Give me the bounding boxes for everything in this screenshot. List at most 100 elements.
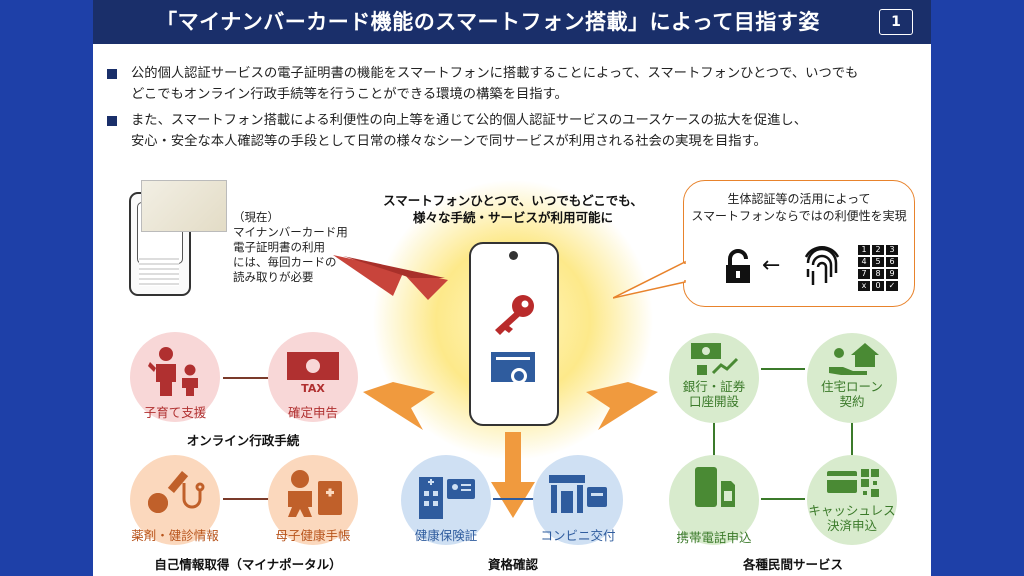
bullet-2: また、スマートフォン搭載による利便性の向上等を通じて公的個人認証サービスのユース…: [107, 110, 917, 152]
private-services-group-label: 各種民間サービス: [742, 557, 843, 572]
cashless-label: キャッシュレス 決済申込: [797, 503, 907, 533]
self-info-group-label: 自己情報取得（マイナポータル）: [154, 557, 342, 572]
smartphone-illustration: [469, 242, 559, 426]
money-chart-icon: [691, 343, 739, 375]
cashless-circle[interactable]: キャッシュレス 決済申込: [807, 455, 897, 545]
pills-stethoscope-icon: [148, 471, 205, 513]
orange-arrow-right-icon: [586, 382, 658, 430]
bullet-1: 公的個人認証サービスの電子証明書の機能をスマートフォンに搭載することによって、ス…: [107, 63, 917, 105]
childcare-label: 子育て支援: [143, 405, 207, 420]
tax-return-label: 確定申告: [287, 405, 338, 420]
center-caption: スマートフォンひとつで、いつでもどこでも、 様々な手続・サービスが利用可能に: [383, 192, 643, 226]
slide: 「マイナンバーカード機能のスマートフォン搭載」によって目指す姿 1 公的個人認証…: [93, 0, 931, 576]
medication-label: 薬剤・健診情報: [131, 528, 219, 543]
bullet-square-icon: [107, 69, 117, 79]
qualification-group-label: 資格確認: [487, 557, 538, 572]
childcare-circle[interactable]: [130, 332, 220, 422]
connector-line: [761, 368, 805, 370]
cashless-line2: 決済申込: [826, 518, 877, 533]
connector-line: [713, 416, 715, 460]
bullet-2-line2: 安心・安全な本人確認等の手段として日常の様々なシーンで同サービスが利用される社会…: [131, 134, 767, 149]
title-bar: 「マイナンバーカード機能のスマートフォン搭載」によって目指す姿 1: [93, 0, 931, 44]
baby-handbook-icon: [288, 470, 342, 517]
biometrics-callout: 生体認証等の活用によって スマートフォンならではの利便性を実現 ← 1 2 3 …: [683, 180, 915, 307]
orange-arrow-left-icon: [363, 382, 435, 430]
page-number: 1: [879, 9, 913, 35]
cashless-line1: キャッシュレス: [808, 503, 896, 518]
arrow-left-icon: ←: [762, 253, 781, 278]
phone-sim-icon: [695, 467, 735, 507]
keypad-key: 8: [872, 269, 884, 279]
page-title: 「マイナンバーカード機能のスマートフォン搭載」によって目指す姿: [156, 10, 820, 34]
hospital-card-icon: [419, 477, 475, 519]
bullet-1-line1: 公的個人認証サービスの電子証明書の機能をスマートフォンに搭載することによって、ス…: [131, 66, 859, 81]
certificate-icon: [491, 352, 535, 391]
keypad-key: ✓: [886, 281, 898, 291]
bullet-square-icon: [107, 116, 117, 126]
keypad-key: x: [858, 281, 870, 291]
center-caption-line1: スマートフォンひとつで、いつでもどこでも、: [383, 193, 643, 208]
mortgage-label: 住宅ローン 契約: [807, 379, 897, 409]
mobile-contract-label: 携帯電話申込: [676, 530, 752, 545]
store-printer-icon: [549, 475, 607, 513]
mortgage-circle[interactable]: 住宅ローン 契約: [807, 333, 897, 423]
current-note-line4: には、毎回カードの: [233, 255, 337, 269]
online-procedures-group-label: オンライン行政手続: [186, 433, 300, 448]
bullet-1-line2: どこでもオンライン行政手続等を行うことができる環境の構築を目指す。: [131, 87, 568, 102]
red-arrow-shade: [343, 256, 445, 278]
phone-text-lines: [139, 258, 179, 286]
maternal-handbook-label: 母子健康手帳: [275, 528, 351, 543]
orange-arrow-down-icon: [491, 432, 535, 518]
biometrics-line2: スマートフォンならではの利便性を実現: [691, 209, 907, 223]
red-arrow-icon: [333, 255, 448, 300]
convenience-store-label: コンビニ交付: [540, 528, 616, 543]
health-insurance-label: 健康保険証: [414, 528, 478, 543]
keypad-icon: 1 2 3 4 5 6 7 8 9 x 0 ✓: [858, 245, 898, 291]
keypad-key: 1: [858, 245, 870, 255]
connector-line: [223, 377, 271, 379]
bank-account-circle[interactable]: 銀行・証券 口座開設: [669, 333, 759, 423]
current-note-line2: マイナンバーカード用: [233, 225, 348, 239]
bank-account-line1: 銀行・証券: [682, 379, 746, 394]
keypad-key: 6: [886, 257, 898, 267]
keypad-key: 7: [858, 269, 870, 279]
current-note: （現在） マイナンバーカード用 電子証明書の利用 には、毎回カードの 読み取りが…: [233, 210, 348, 285]
biometrics-line1: 生体認証等の活用によって: [727, 192, 871, 206]
unlock-icon: [726, 249, 750, 283]
medication-circle[interactable]: [130, 455, 220, 545]
connector-line: [223, 498, 271, 500]
maternal-handbook-circle[interactable]: [268, 455, 358, 545]
mortgage-line1: 住宅ローン: [821, 379, 883, 394]
card-qr-icon: [827, 469, 879, 497]
keypad-key: 5: [872, 257, 884, 267]
bank-account-line2: 口座開設: [688, 394, 739, 409]
key-icon: [495, 295, 534, 335]
mobile-contract-circle[interactable]: [669, 455, 759, 545]
hand-house-icon: [829, 343, 879, 375]
keypad-key: 4: [858, 257, 870, 267]
current-note-line5: 読み取りが必要: [233, 270, 314, 284]
connector-line: [493, 498, 535, 500]
convenience-store-circle[interactable]: [533, 455, 623, 545]
bank-account-label: 銀行・証券 口座開設: [669, 379, 759, 409]
tax-badge: TAX: [301, 382, 325, 395]
health-insurance-circle[interactable]: [401, 455, 491, 545]
keypad-key: 2: [872, 245, 884, 255]
biometrics-text: 生体認証等の活用によって スマートフォンならではの利便性を実現: [684, 191, 914, 225]
bullet-2-line1: また、スマートフォン搭載による利便性の向上等を通じて公的個人認証サービスのユース…: [131, 113, 808, 128]
fingerprint-icon: [804, 246, 840, 285]
parent-child-icon: [148, 347, 198, 396]
connector-line: [761, 498, 805, 500]
callout-tail: [613, 260, 687, 299]
connector-line: [851, 416, 853, 460]
keypad-key: 0: [872, 281, 884, 291]
keypad-key: 9: [886, 269, 898, 279]
mortgage-line2: 契約: [839, 394, 865, 409]
tax-return-circle[interactable]: TAX: [268, 332, 358, 422]
center-caption-line2: 様々な手続・サービスが利用可能に: [412, 210, 613, 225]
money-icon: [287, 352, 339, 380]
phone-camera-icon: [509, 251, 518, 260]
keypad-key: 3: [886, 245, 898, 255]
mynumber-card-icon: [141, 180, 227, 232]
